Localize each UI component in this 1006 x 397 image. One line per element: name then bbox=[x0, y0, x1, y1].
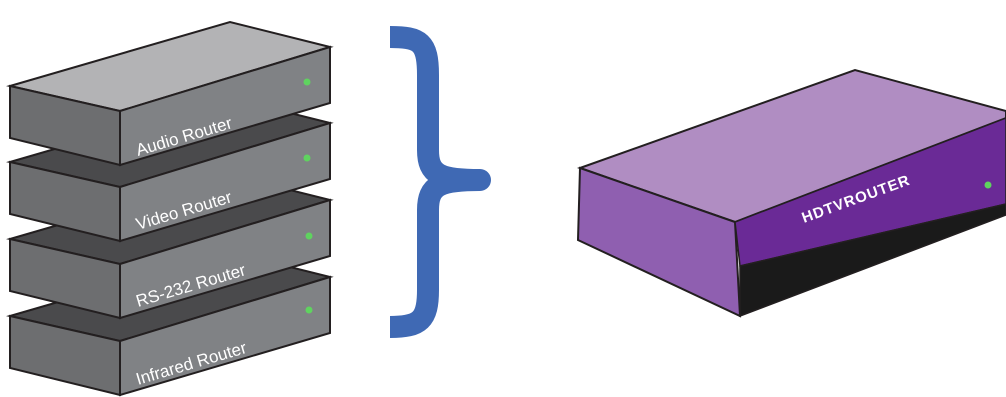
hdtv-router-box: HDTVROUTER bbox=[576, 68, 1006, 318]
infrared-router-led bbox=[305, 306, 313, 314]
hdtv-router-front bbox=[734, 117, 1006, 267]
video-router-led bbox=[303, 154, 311, 162]
hdtv-router-led bbox=[984, 181, 992, 189]
rs232-router-led bbox=[305, 232, 313, 240]
audio-router-led bbox=[303, 78, 311, 86]
rs232-router-front bbox=[119, 198, 331, 320]
audio-router-box: Audio Router bbox=[6, 20, 334, 167]
curly-brace bbox=[389, 26, 491, 338]
audio-router-front bbox=[119, 45, 331, 167]
video-router-front bbox=[119, 121, 331, 243]
router-stack: Infrared Router RS-232 Router Video Rout… bbox=[6, 20, 334, 397]
video-router-box: Video Router bbox=[6, 96, 334, 243]
infrared-router-front bbox=[119, 275, 331, 397]
hdtv-router-base bbox=[739, 203, 1006, 318]
